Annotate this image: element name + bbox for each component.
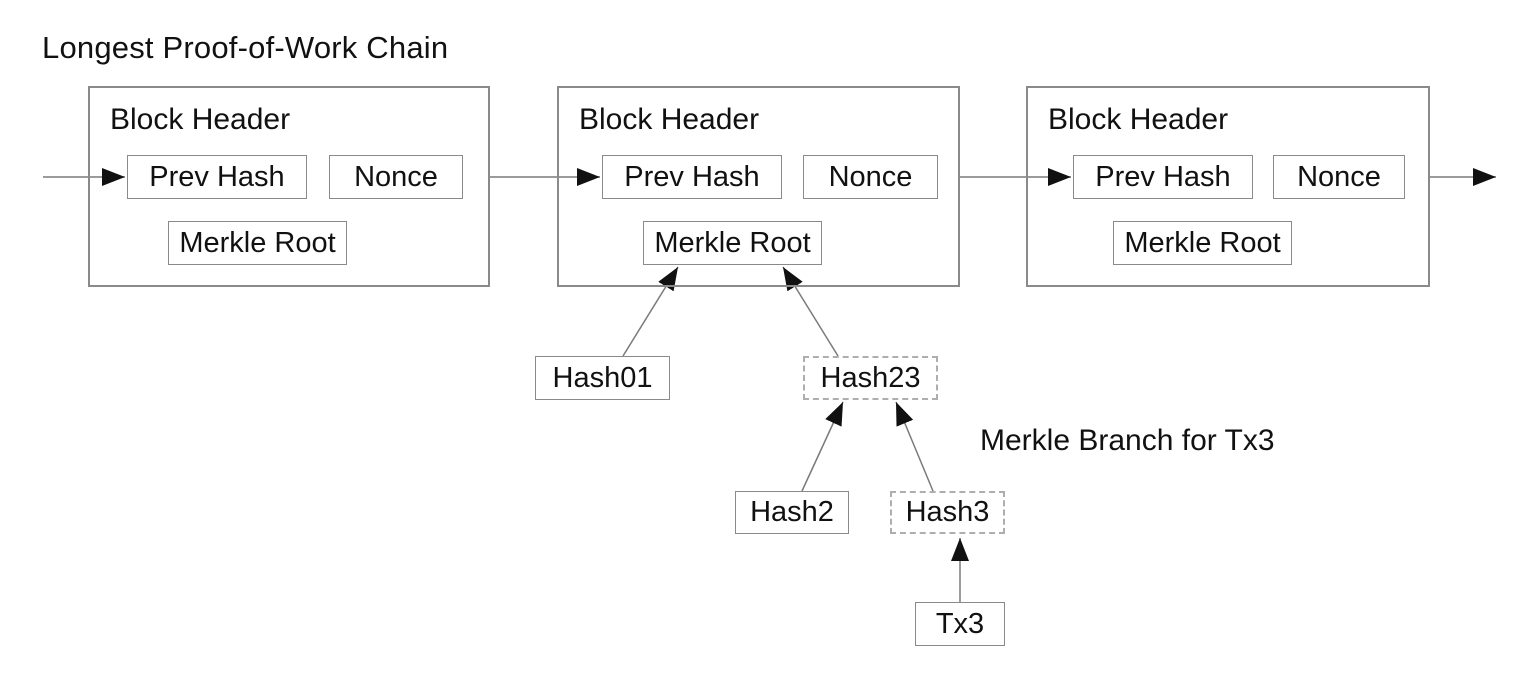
tx3-box: Tx3 [915,602,1005,646]
hash01-box: Hash01 [535,356,670,400]
block-3: Block Header [1026,86,1430,287]
arrow-hash2-to-hash23 [801,401,844,492]
block-3-header-label: Block Header [1048,103,1229,136]
block-2-header-label: Block Header [579,103,760,136]
block-1-merkle-root-box: Merkle Root [168,221,347,265]
block-1-nonce-box: Nonce [329,155,463,199]
block-1: Block Header [88,86,490,287]
block-1-header-label: Block Header [110,103,291,136]
hash3-box: Hash3 [890,491,1005,534]
hash23-box: Hash23 [803,356,938,400]
block-2-prev-hash-box: Prev Hash [602,155,782,199]
merkle-branch-annotation: Merkle Branch for Tx3 [980,424,1275,457]
block-2-nonce-box: Nonce [803,155,938,199]
block-3-nonce-box: Nonce [1273,155,1405,199]
block-1-prev-hash-box: Prev Hash [127,155,307,199]
hash2-box: Hash2 [735,491,849,534]
block-2: Block Header [557,86,960,287]
block-2-merkle-root-box: Merkle Root [643,221,822,265]
arrow-hash3-to-hash23 [895,401,934,492]
block-3-prev-hash-box: Prev Hash [1073,155,1253,199]
diagram-title: Longest Proof-of-Work Chain [42,30,449,65]
block-3-merkle-root-box: Merkle Root [1113,221,1292,265]
